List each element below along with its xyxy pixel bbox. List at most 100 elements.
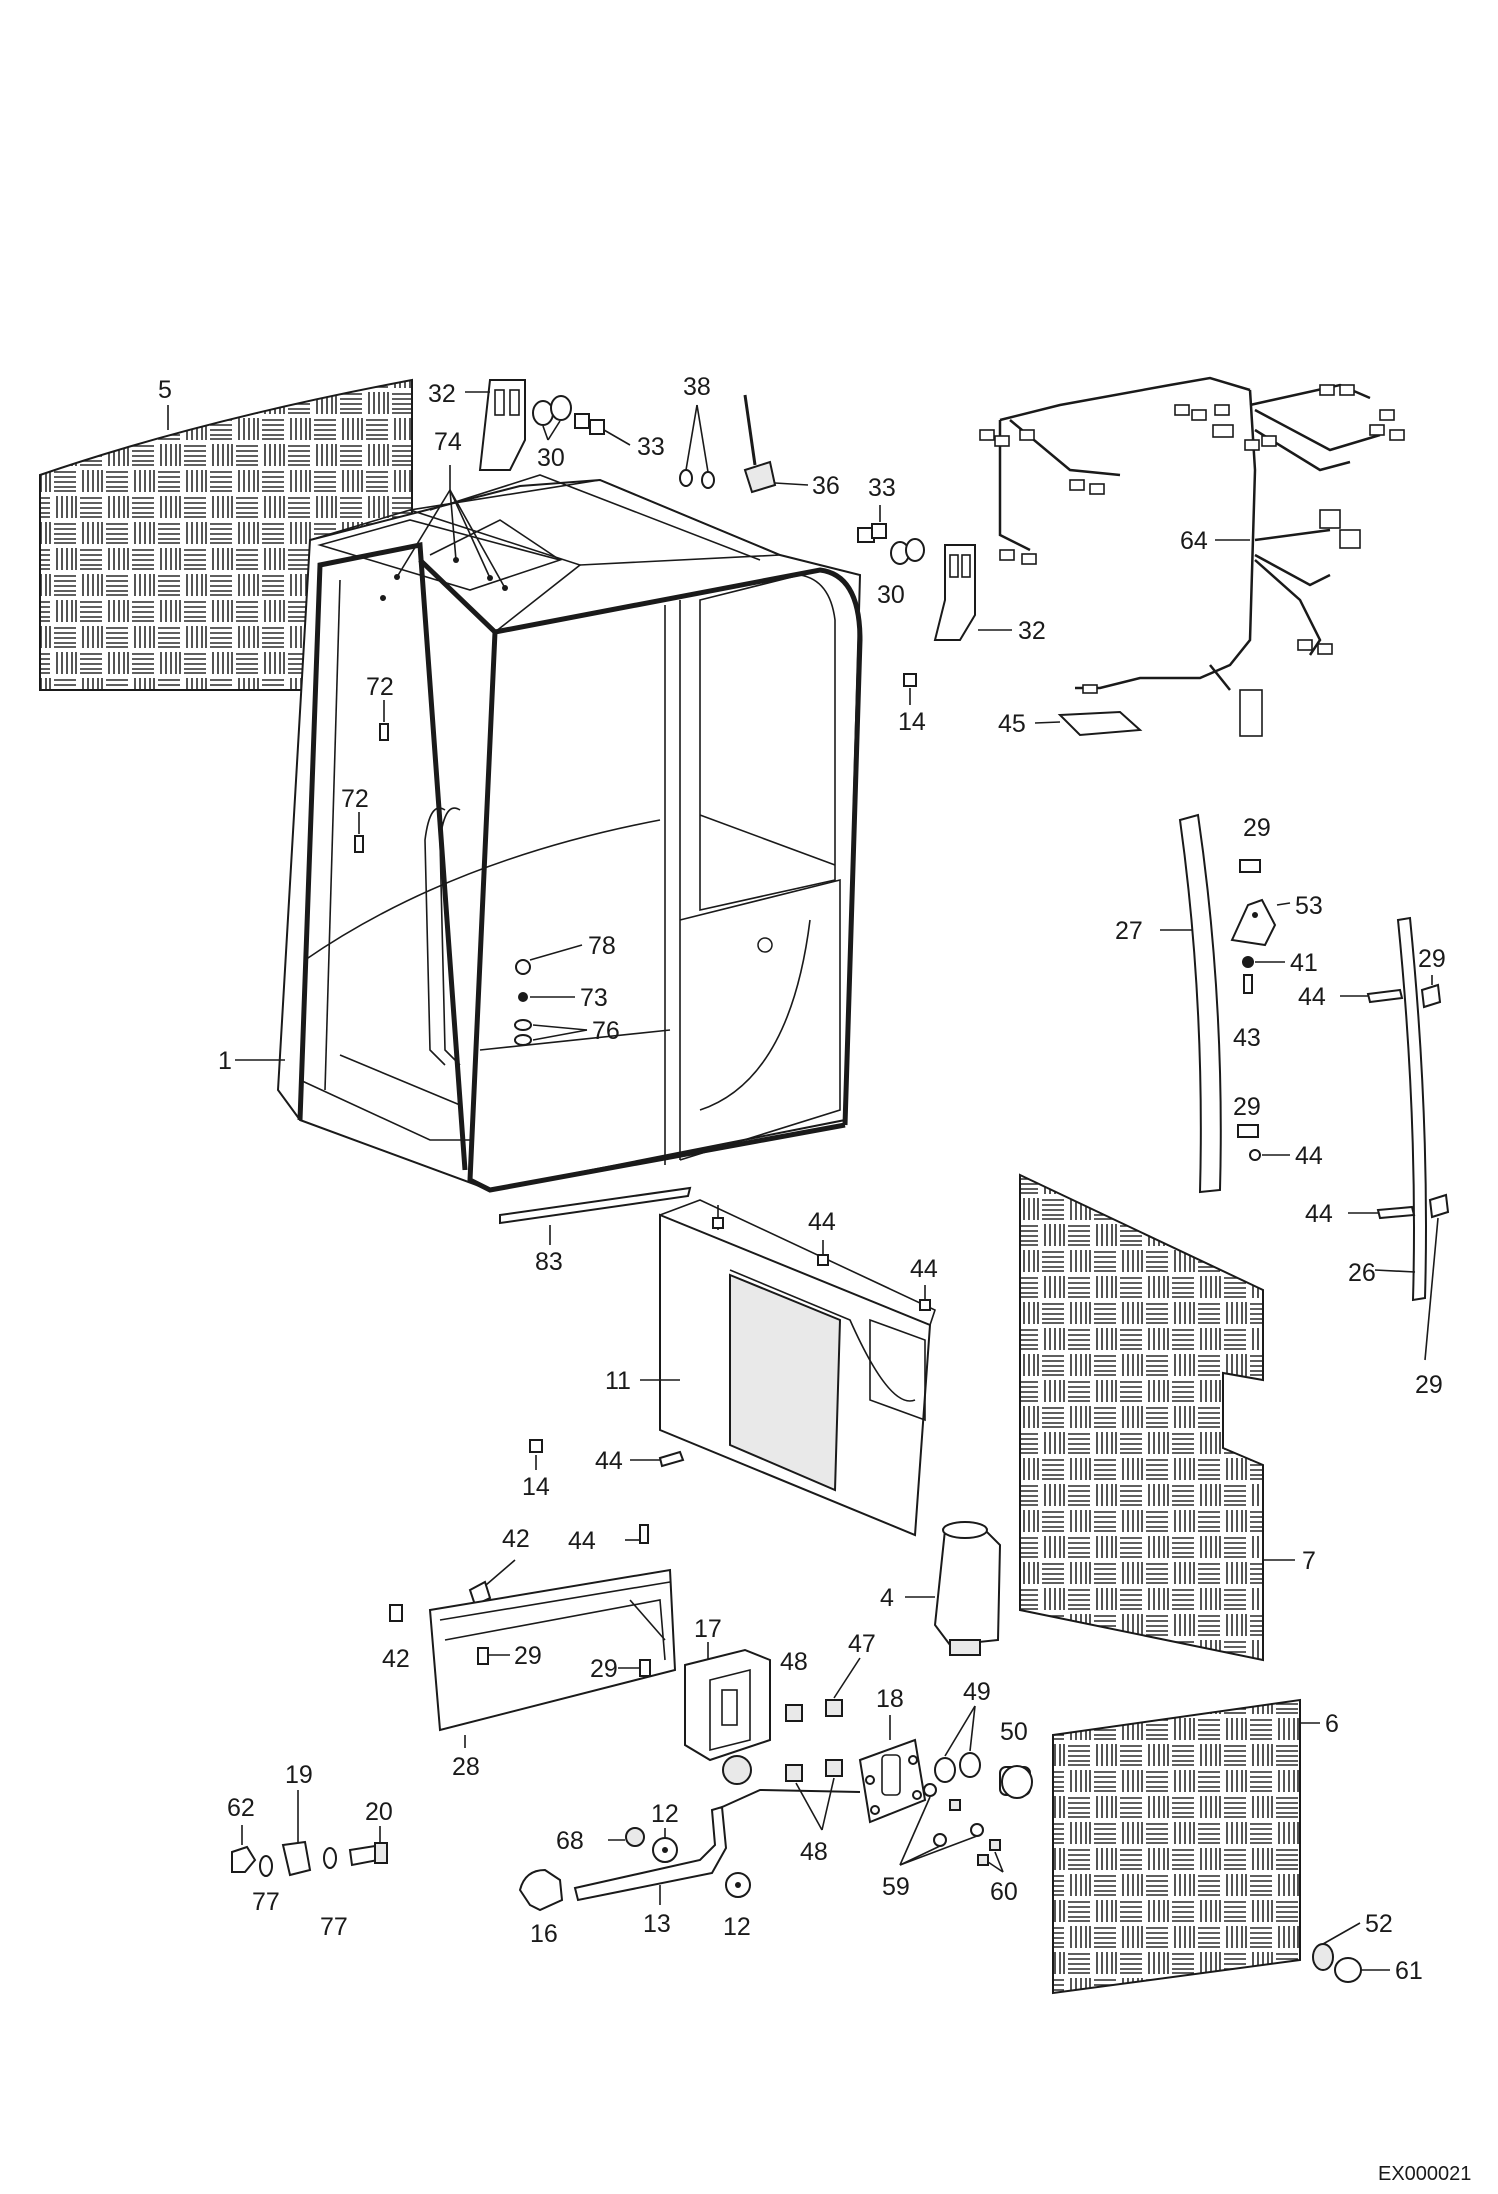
callout-44: 44 [1305, 1200, 1333, 1228]
callout-52: 52 [1365, 1910, 1393, 1938]
nuts-part-48-bottom [785, 1759, 843, 1831]
callout-33: 33 [868, 474, 896, 502]
reservoir-part-4 [905, 1521, 1002, 1656]
callout-7: 7 [1302, 1547, 1316, 1575]
callout-27: 27 [1115, 917, 1143, 945]
callout-42: 42 [502, 1525, 530, 1553]
callout-44: 44 [1298, 983, 1326, 1011]
callout-19: 19 [285, 1761, 313, 1789]
callout-62: 62 [227, 1794, 255, 1822]
callout-18: 18 [876, 1685, 904, 1713]
callout-32: 32 [428, 380, 456, 408]
screw-part-44-a [1340, 988, 1404, 1004]
callout-64: 64 [1180, 527, 1208, 555]
washers-part-49 [934, 1705, 981, 1783]
callout-30: 30 [877, 581, 905, 609]
bolt-part-20 [348, 1826, 388, 1867]
clip-part-29-a [1239, 859, 1261, 873]
callout-14: 14 [898, 708, 926, 736]
callout-72: 72 [366, 673, 394, 701]
callout-29: 29 [1415, 1371, 1443, 1399]
callout-13: 13 [643, 1910, 671, 1938]
callout-73: 73 [580, 984, 608, 1012]
stud-part-42-left [389, 1604, 403, 1622]
callout-59: 59 [882, 1873, 910, 1901]
callout-77: 77 [252, 1888, 280, 1916]
callout-14: 14 [522, 1473, 550, 1501]
callout-1: 1 [218, 1047, 232, 1075]
wiring-harness-part-64 [979, 376, 1405, 737]
plate-part-18 [858, 1715, 927, 1824]
callout-48: 48 [800, 1838, 828, 1866]
callout-36: 36 [812, 472, 840, 500]
sill-strip-part-83 [499, 1186, 692, 1245]
callout-44: 44 [595, 1447, 623, 1475]
washer-part-12-a [652, 1828, 678, 1863]
callout-61: 61 [1395, 1957, 1423, 1985]
callout-16: 16 [530, 1920, 558, 1948]
bolts-33-right [857, 505, 887, 543]
callout-43: 43 [1233, 1024, 1261, 1052]
washers-30-right [890, 538, 925, 565]
callout-20: 20 [365, 1798, 393, 1826]
screw-part-44-right [1249, 1149, 1290, 1161]
washers-30-top [532, 395, 572, 441]
callout-32: 32 [1018, 617, 1046, 645]
callout-44: 44 [568, 1527, 596, 1555]
cap-part-50 [999, 1765, 1033, 1799]
callout-29: 29 [590, 1655, 618, 1683]
callout-11: 11 [605, 1367, 631, 1395]
callout-60: 60 [990, 1878, 1018, 1906]
screw-part-44-b [1348, 1205, 1416, 1220]
callout-77: 77 [320, 1913, 348, 1941]
rod-part-13 [573, 1788, 861, 1905]
callout-74: 74 [434, 428, 462, 456]
clips-38 [679, 404, 715, 489]
bracket-part-32-top [465, 379, 526, 471]
callout-48: 48 [780, 1648, 808, 1676]
clip-part-29-d [1424, 1193, 1450, 1361]
callout-47: 47 [848, 1630, 876, 1658]
leader-74 [396, 465, 506, 589]
callout-44: 44 [1295, 1142, 1323, 1170]
screw-part-44-left [630, 1450, 685, 1468]
drawing-reference: EX000021 [1378, 2163, 1471, 2185]
callout-29: 29 [1243, 814, 1271, 842]
callout-6: 6 [1325, 1710, 1339, 1738]
trim-part-27 [1160, 813, 1222, 1194]
cab-frame-part-1 [235, 474, 863, 1193]
panel-part-11 [640, 1199, 936, 1537]
callout-12: 12 [651, 1800, 679, 1828]
callout-50: 50 [1000, 1718, 1028, 1746]
washers-part-59 [899, 1783, 984, 1866]
callout-44: 44 [910, 1255, 938, 1283]
callout-68: 68 [556, 1827, 584, 1855]
stud-part-42-top [468, 1559, 516, 1607]
bracket-part-17 [684, 1642, 771, 1785]
nut-part-41 [1242, 956, 1285, 968]
callout-45: 45 [998, 710, 1026, 738]
clip-part-29-b [1237, 1124, 1259, 1138]
nut-part-68 [608, 1827, 645, 1847]
trim-part-26 [1374, 916, 1427, 1302]
callout-53: 53 [1295, 892, 1323, 920]
callout-29: 29 [1233, 1093, 1261, 1121]
screws-part-60 [949, 1799, 1004, 1873]
bolts-33-top [574, 413, 631, 446]
washer-part-77-b [323, 1847, 337, 1869]
callout-33: 33 [637, 433, 665, 461]
plate-part-19 [281, 1790, 312, 1877]
callout-30: 30 [537, 444, 565, 472]
callout-41: 41 [1290, 949, 1318, 977]
button-part-52 [1312, 1922, 1361, 1971]
tray-part-28 [428, 1568, 677, 1748]
callout-49: 49 [963, 1678, 991, 1706]
clip-part-29-c [1420, 975, 1442, 1009]
nut-part-14-top [903, 673, 917, 705]
stud-part-43 [1243, 974, 1253, 994]
washer-part-12-b [725, 1872, 751, 1898]
callout-5: 5 [158, 376, 172, 404]
nut-part-62 [231, 1825, 257, 1873]
callout-26: 26 [1348, 1259, 1376, 1287]
